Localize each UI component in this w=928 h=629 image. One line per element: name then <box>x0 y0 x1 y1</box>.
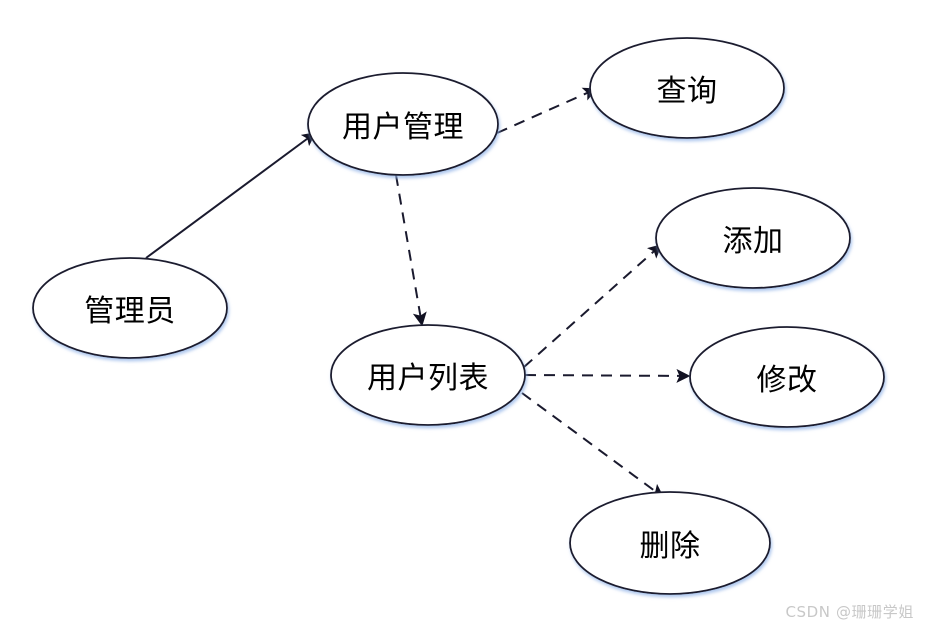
node-ellipse-user-list[interactable] <box>330 324 526 426</box>
csdn-watermark: CSDN @珊珊学姐 <box>785 603 914 621</box>
edge-user-list-to-add <box>523 244 663 368</box>
edge-user-management-to-query <box>496 87 598 134</box>
edge-admin-to-user-management <box>145 132 317 259</box>
nodes-layer <box>32 37 885 595</box>
node-ellipse-modify[interactable] <box>689 326 885 428</box>
node-ellipse-delete[interactable] <box>569 491 771 595</box>
node-ellipse-query[interactable] <box>589 37 785 139</box>
edge-user-management-to-user-list <box>395 174 427 327</box>
node-ellipse-add[interactable] <box>655 187 851 289</box>
node-ellipse-admin[interactable] <box>32 257 228 359</box>
edge-user-list-to-delete <box>521 392 665 498</box>
edges-layer <box>145 87 691 498</box>
edge-user-list-to-modify <box>524 368 691 383</box>
node-ellipse-user-management[interactable] <box>307 72 499 176</box>
